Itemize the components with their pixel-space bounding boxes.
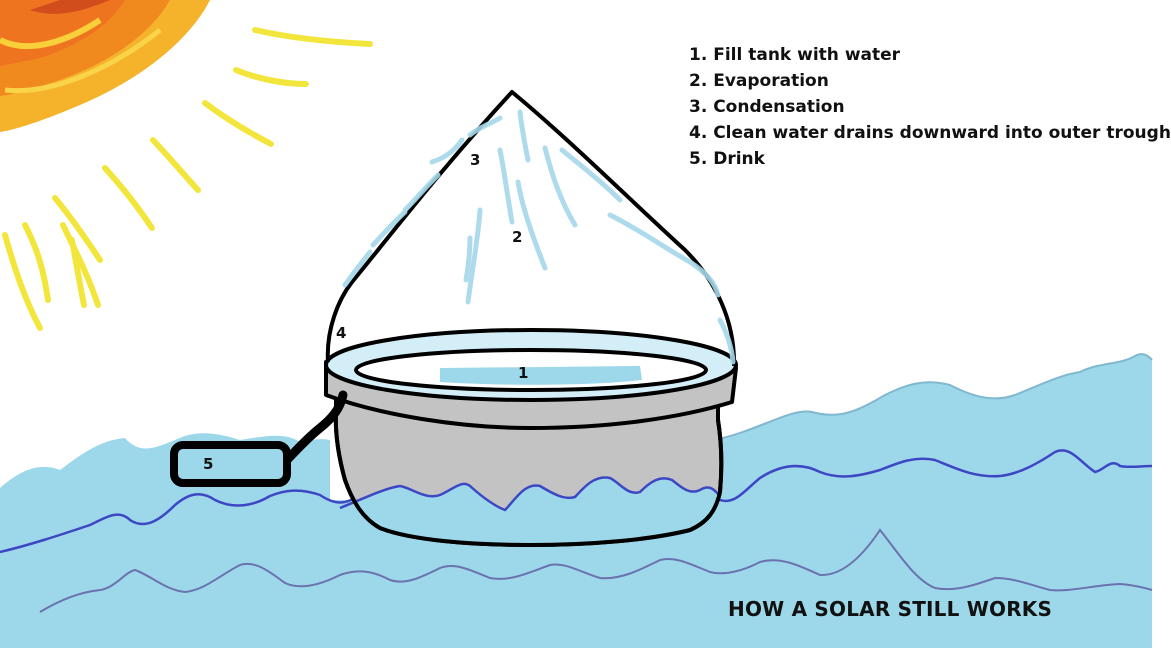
diagram-title: HOW A SOLAR STILL WORKS <box>728 597 1053 621</box>
step-item: 2. Evaporation <box>689 71 829 91</box>
tank-water-surface <box>440 366 642 385</box>
tank-bowl-outline <box>333 409 724 548</box>
tank-waterline <box>339 476 719 512</box>
step-item: 5. Drink <box>689 149 765 169</box>
sun-icon <box>0 0 373 331</box>
diagram-label-3: 3 <box>470 151 480 169</box>
wave-crest-line <box>714 353 1153 441</box>
diagram-label-5: 5 <box>203 455 213 473</box>
diagram-label-2: 2 <box>512 228 522 246</box>
step-item: 1. Fill tank with water <box>689 45 901 65</box>
drinking-cup <box>170 441 291 487</box>
step-item: 3. Condensation <box>689 97 845 117</box>
tank-water <box>340 477 718 545</box>
steps-list: 1. Fill tank with water 2. Evaporation 3… <box>689 44 1171 174</box>
diagram-label-1: 1 <box>518 364 528 382</box>
diagram-label-4: 4 <box>336 324 346 342</box>
drain-pipe <box>280 390 348 467</box>
step-item: 4. Clean water drains downward into oute… <box>689 123 1171 143</box>
wave-line-bottom <box>39 528 1153 613</box>
condensation-streaks <box>342 109 736 365</box>
